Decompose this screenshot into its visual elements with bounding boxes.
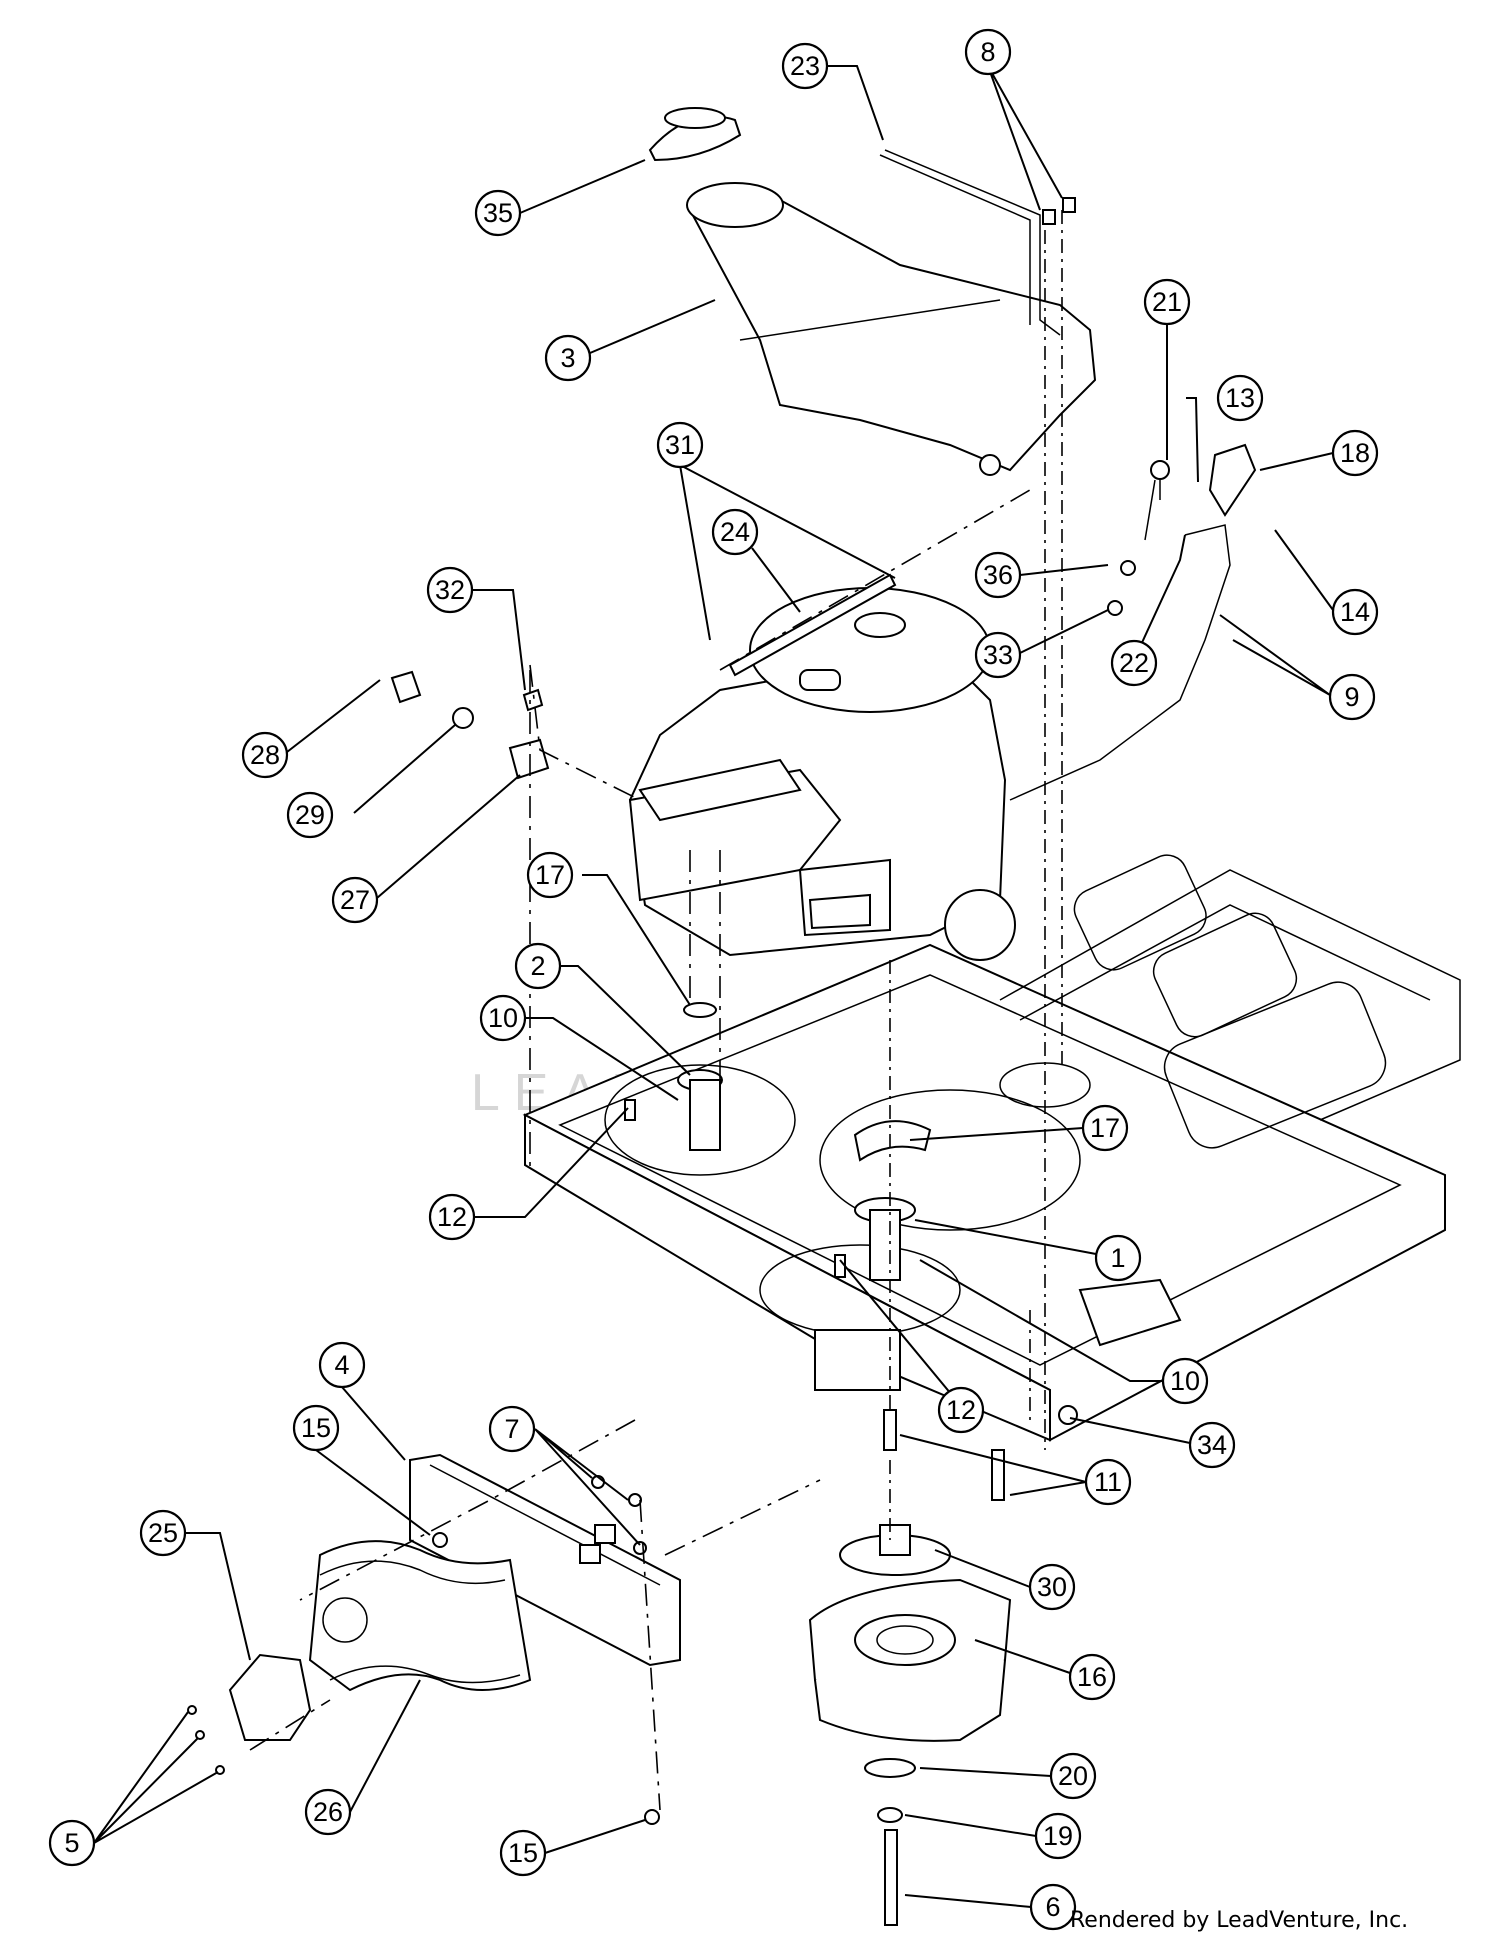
callout-21: 21: [1143, 278, 1191, 326]
throttle-control: [1009, 443, 1257, 801]
svg-text:13: 13: [1225, 383, 1255, 413]
svg-text:19: 19: [1043, 1821, 1073, 1851]
callout-13: 13: [1216, 374, 1264, 422]
callout-17-lower: 17: [1081, 1104, 1129, 1152]
svg-text:15: 15: [508, 1838, 538, 1868]
fuel-line: [728, 573, 897, 677]
svg-text:14: 14: [1340, 597, 1370, 627]
svg-text:12: 12: [437, 1202, 467, 1232]
callout-27: 27: [331, 876, 379, 924]
svg-text:16: 16: [1077, 1662, 1107, 1692]
callout-32: 32: [426, 566, 474, 614]
muffler-bracket: [409, 1453, 681, 1667]
callout-34: 34: [1188, 1421, 1236, 1469]
callout-31: 31: [656, 421, 704, 469]
svg-text:10: 10: [1170, 1366, 1200, 1396]
svg-text:7: 7: [504, 1414, 519, 1444]
callout-15-upper: 15: [292, 1404, 340, 1452]
callout-22: 22: [1110, 639, 1158, 687]
callout-5: 5: [48, 1819, 96, 1867]
callout-14: 14: [1331, 588, 1379, 636]
callout-2: 2: [514, 942, 562, 990]
svg-text:15: 15: [301, 1413, 331, 1443]
tank-bracket-rod: [879, 149, 1061, 336]
callout-10-lower: 10: [1161, 1357, 1209, 1405]
callout-25: 25: [139, 1509, 187, 1557]
bolts-8: [1042, 197, 1076, 225]
muffler-deflector: [228, 1653, 312, 1741]
callout-18: 18: [1331, 429, 1379, 477]
callout-9: 9: [1328, 673, 1376, 721]
callout-29: 29: [286, 791, 334, 839]
muffler: [308, 1540, 532, 1692]
svg-text:9: 9: [1344, 682, 1359, 712]
engine-mount-parts: [624, 1002, 932, 1281]
svg-text:17: 17: [1090, 1113, 1120, 1143]
svg-text:31: 31: [665, 430, 695, 460]
callout-26: 26: [304, 1788, 352, 1836]
sensor-parts: [390, 670, 550, 780]
leader-lines: [93, 65, 1334, 1908]
fuel-cap: [648, 107, 742, 162]
assembly-lines: [249, 210, 1063, 1811]
fuel-tank: [686, 182, 1097, 476]
engine: [628, 587, 1016, 962]
callout-12-upper: 12: [428, 1193, 476, 1241]
callout-3: 3: [544, 334, 592, 382]
svg-text:21: 21: [1152, 287, 1182, 317]
svg-text:34: 34: [1197, 1430, 1227, 1460]
svg-text:11: 11: [1094, 1467, 1122, 1497]
callout-7: 7: [488, 1405, 536, 1453]
svg-text:30: 30: [1037, 1572, 1067, 1602]
svg-text:22: 22: [1119, 648, 1149, 678]
callout-33: 33: [974, 631, 1022, 679]
callout-11: 11: [1084, 1458, 1132, 1506]
svg-text:3: 3: [560, 343, 575, 373]
callout-15-lower: 15: [499, 1829, 547, 1877]
svg-text:35: 35: [483, 198, 513, 228]
svg-text:2: 2: [530, 951, 545, 981]
svg-text:25: 25: [148, 1518, 178, 1548]
svg-text:8: 8: [980, 37, 995, 67]
svg-text:28: 28: [250, 740, 280, 770]
callout-12-lower: 12: [937, 1386, 985, 1434]
callout-30: 30: [1028, 1563, 1076, 1611]
svg-text:6: 6: [1045, 1892, 1060, 1922]
callout-6: 6: [1029, 1883, 1077, 1931]
svg-text:36: 36: [983, 560, 1013, 590]
svg-text:29: 29: [295, 800, 325, 830]
callout-17-upper: 17: [526, 851, 574, 899]
callout-24: 24: [711, 508, 759, 556]
svg-text:10: 10: [488, 1003, 518, 1033]
callout-36: 36: [974, 551, 1022, 599]
callout-16: 16: [1068, 1653, 1116, 1701]
svg-text:17: 17: [535, 860, 565, 890]
render-credit: Rendered by LeadVenture, Inc.: [1070, 1908, 1409, 1933]
svg-text:4: 4: [334, 1350, 349, 1380]
bolts-11-34: [883, 1405, 1078, 1501]
callout-4: 4: [318, 1341, 366, 1389]
callout-8: 8: [964, 28, 1012, 76]
pto-clutch-assembly: [808, 1524, 1012, 1926]
svg-text:23: 23: [790, 51, 820, 81]
svg-text:20: 20: [1058, 1761, 1088, 1791]
callout-23: 23: [781, 42, 829, 90]
svg-text:12: 12: [946, 1395, 976, 1425]
callout-28: 28: [241, 731, 289, 779]
svg-text:5: 5: [64, 1828, 79, 1858]
svg-text:24: 24: [720, 517, 750, 547]
callout-1: 1: [1094, 1234, 1142, 1282]
svg-text:18: 18: [1340, 438, 1370, 468]
callout-19: 19: [1034, 1812, 1082, 1860]
svg-text:26: 26: [313, 1797, 343, 1827]
callout-35: 35: [474, 189, 522, 237]
callout-10-upper: 10: [479, 994, 527, 1042]
chassis-frame: [522, 854, 1461, 1442]
svg-text:27: 27: [340, 885, 370, 915]
svg-text:1: 1: [1110, 1243, 1125, 1273]
callout-20: 20: [1049, 1752, 1097, 1800]
svg-text:33: 33: [983, 640, 1013, 670]
svg-text:32: 32: [435, 575, 465, 605]
